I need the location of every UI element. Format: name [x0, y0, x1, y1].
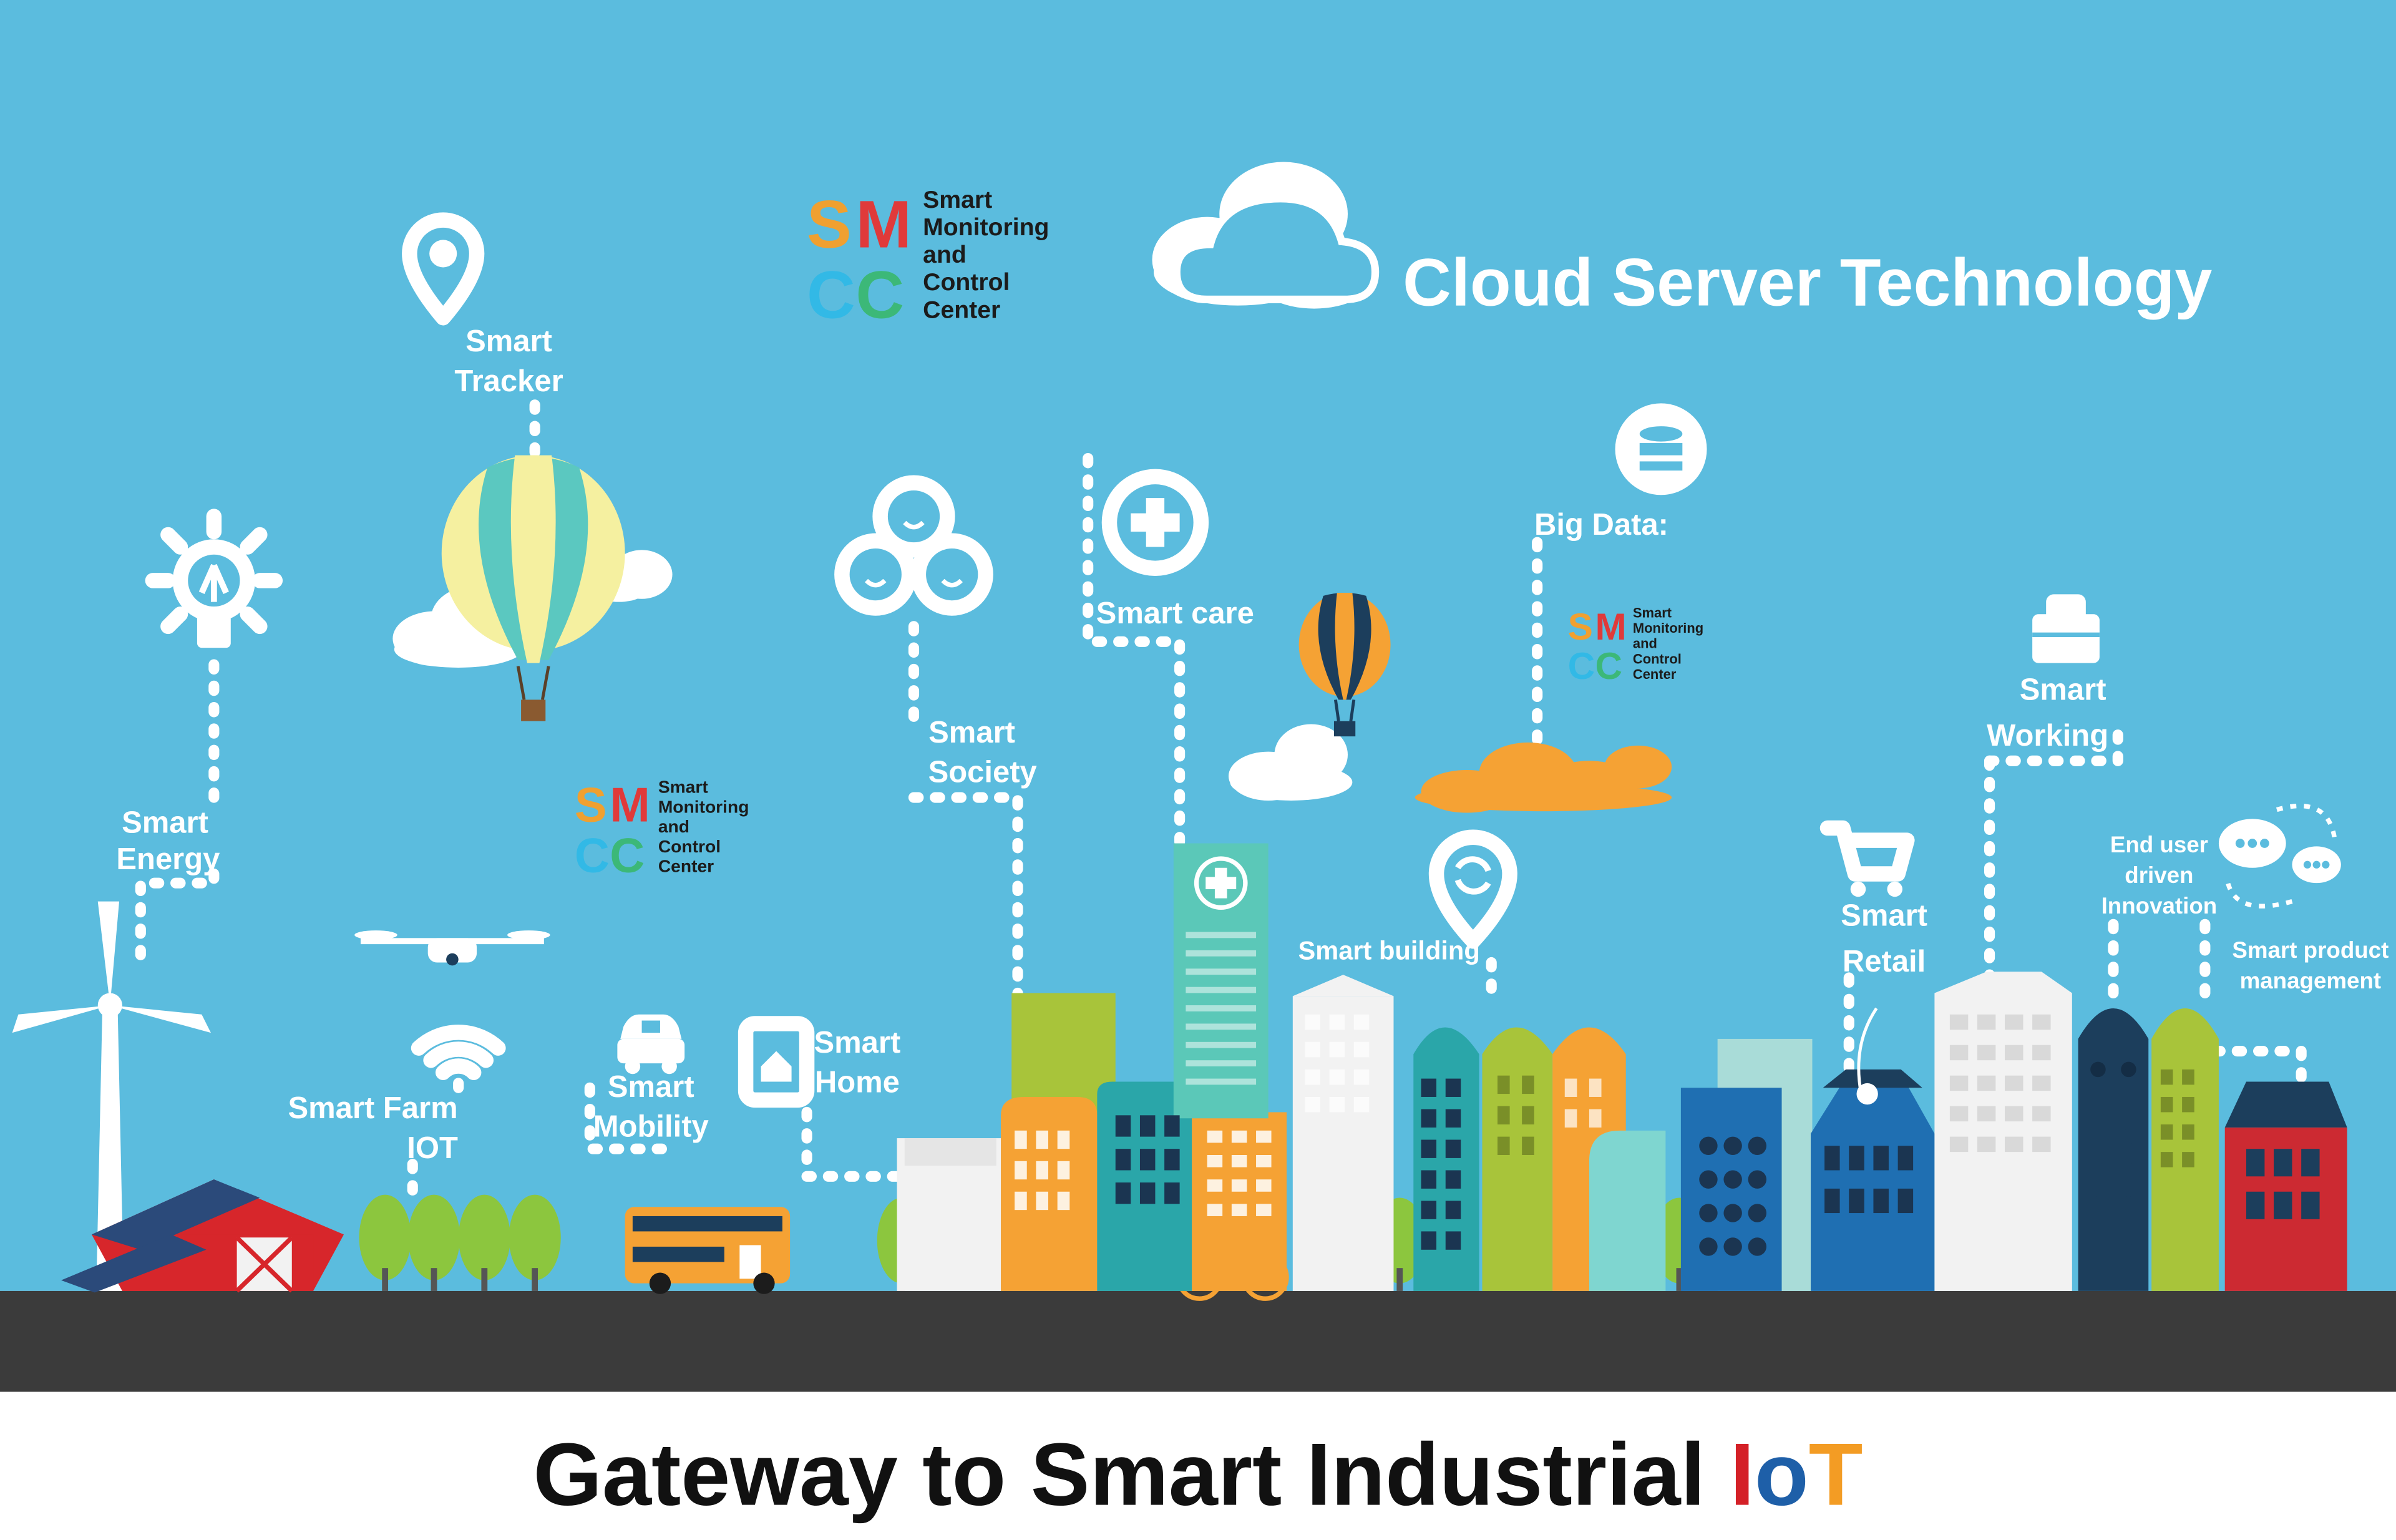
refresh-pin-icon: [1428, 829, 1517, 949]
footer-iot-t: T: [1809, 1425, 1863, 1524]
car-icon: [617, 1014, 685, 1075]
logo-letter-c1: C: [807, 256, 855, 332]
people-group-icon: [834, 475, 993, 616]
shopping-cart-icon: [1819, 820, 1915, 897]
logo-line-and: and: [923, 241, 967, 268]
logo-line-center: Center: [923, 296, 1000, 323]
logo-letter-c1: C: [1568, 645, 1595, 687]
smmc-logo-mid: S M C C Smart Monitoring and Control Cen…: [575, 777, 749, 883]
logo-line-smart: Smart: [923, 187, 992, 213]
logo-letter-c2: C: [1595, 645, 1623, 687]
hot-air-balloon-icon: [441, 455, 625, 721]
medical-cross-icon: [1101, 469, 1209, 577]
chat-bubbles-icon: [2218, 803, 2341, 909]
logo-line-monitoring: Monitoring: [923, 214, 1049, 241]
map-pin-icon: [402, 212, 485, 326]
logo-line-center: Center: [658, 856, 714, 876]
logo-line-and: and: [658, 816, 689, 836]
logo-line-monitoring: Monitoring: [1633, 620, 1703, 636]
logo-letter-s: S: [575, 778, 607, 832]
road: [0, 1290, 2396, 1392]
briefcase-icon: [2032, 594, 2100, 663]
label-big-data: Big Data:: [1534, 508, 1668, 542]
smmc-logo-top: S M C C Smart Monitoring and Control Cen…: [807, 187, 1049, 333]
label-smart-building: Smart building: [1298, 936, 1479, 965]
logo-line-center: Center: [1633, 666, 1677, 682]
cloud-icon: [1415, 742, 1672, 813]
logo-line-smart: Smart: [658, 777, 709, 797]
logo-letter-m: M: [610, 778, 650, 832]
house-icon: [738, 1016, 815, 1108]
building-windows: [1015, 932, 2320, 1256]
logo-letter-c1: C: [575, 829, 610, 883]
logo-line-control: Control: [658, 836, 721, 856]
logo-line-smart: Smart: [1633, 605, 1672, 620]
logo-line-monitoring: Monitoring: [658, 796, 749, 816]
footer-iot-o: o: [1755, 1425, 1809, 1524]
logo-line-control: Control: [1633, 651, 1682, 666]
logo-letter-m: M: [1595, 605, 1627, 648]
database-icon: [1615, 403, 1707, 495]
logo-letter-m: M: [855, 187, 912, 262]
smmc-logo-right: S M C C Smart Monitoring and Control Cen…: [1568, 605, 1704, 687]
bus-icon: [625, 1207, 791, 1294]
logo-letter-s: S: [1568, 605, 1593, 648]
drone-icon: [354, 930, 550, 966]
logo-line-and: and: [1633, 636, 1657, 651]
lightbulb-icon: [145, 509, 283, 648]
cloud-outline-icon: [1172, 195, 1380, 304]
barn: [61, 1179, 344, 1293]
footer-iot-i: I: [1730, 1425, 1754, 1524]
logo-letter-c2: C: [610, 829, 645, 883]
logo-letter-s: S: [807, 187, 852, 262]
wifi-icon: [411, 1025, 506, 1081]
wind-turbine-icon: [12, 901, 211, 1291]
headline-title: Cloud Server Technology: [1403, 245, 2212, 320]
footer-title: Gateway to Smart Industrial IoT: [533, 1425, 1863, 1524]
label-smart-care: Smart care: [1096, 597, 1254, 630]
logo-letter-c2: C: [855, 256, 904, 332]
logo-line-control: Control: [923, 269, 1010, 296]
footer-band: [0, 1391, 2396, 1540]
cloud-icon: [1228, 724, 1353, 801]
hot-air-balloon-icon: [1298, 592, 1391, 737]
